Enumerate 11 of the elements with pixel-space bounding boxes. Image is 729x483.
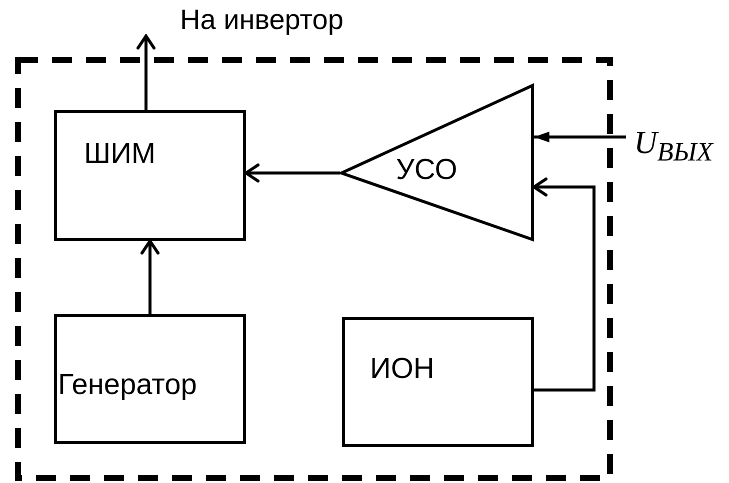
arrow bbox=[136, 34, 156, 110]
block-label: Генератор bbox=[58, 371, 197, 400]
arrow bbox=[532, 178, 596, 392]
output-label: На инвертор bbox=[180, 6, 344, 34]
signal-label: U$_{ВЫХ}$ bbox=[634, 126, 713, 166]
block-label: ШИМ bbox=[84, 140, 156, 169]
block-label: ИОН bbox=[370, 355, 434, 384]
block-label: УСО bbox=[396, 156, 458, 185]
arrow bbox=[140, 240, 160, 314]
arrow bbox=[244, 164, 340, 182]
arrow bbox=[534, 132, 626, 142]
